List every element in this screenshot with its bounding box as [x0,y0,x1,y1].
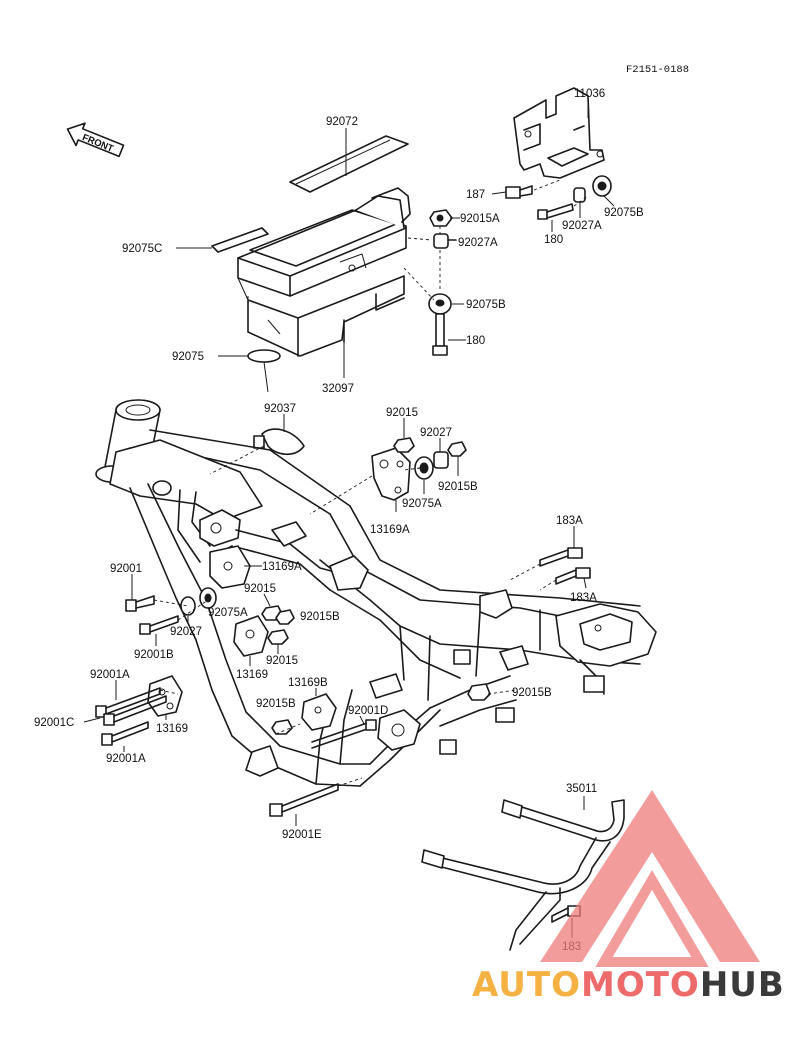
label-32097: 32097 [322,383,354,395]
label-92015-mid: 92015 [244,583,276,595]
watermark-part-hub: HUB [700,965,785,1005]
clamp-92037 [253,428,305,456]
label-180-top: 180 [544,234,563,246]
callouts: 11036 92072 187 92015A 92027A 92075B 920… [34,88,644,953]
battery-case [237,187,411,357]
label-13169: 13169 [236,669,268,681]
label-92015a-top: 92015A [460,213,500,225]
watermark-part-moto: MOTO [581,965,700,1005]
collar-92027-mid [180,596,196,616]
label-92072: 92072 [326,116,358,128]
grommet-92075a-top [414,456,434,480]
bolt-187 [505,185,533,199]
bolt-92001b [139,615,179,635]
label-92001b: 92001B [134,649,174,661]
bolt-92001c [103,695,167,726]
plate-13169a-mid [209,545,251,589]
label-183a-2: 183A [570,592,597,604]
watermark: AUTOMOTOHUB [472,790,785,1005]
label-92001a-1: 92001A [90,669,130,681]
nut-92015b-top [447,441,467,457]
label-13169-lower: 13169 [156,723,188,735]
bracket-13169a-upper [371,447,411,501]
watermark-triangle-inner-icon [595,870,709,967]
nut-92015b-low [271,719,293,735]
label-13169b: 13169B [288,677,328,689]
label-92001: 92001 [110,563,142,575]
pad-92075 [247,349,281,363]
label-11036: 11036 [574,88,605,100]
grommet-92075b-right [592,175,612,197]
label-92075: 92075 [172,351,204,363]
label-92001e: 92001E [282,829,322,841]
watermark-text: AUTOMOTOHUB [472,965,785,1005]
bolt-180-upper [537,203,574,220]
front-arrow-icon: FRONT [66,122,125,158]
nut-92015a [429,209,453,227]
label-92027a-top: 92027A [458,237,498,249]
label-92015b-top: 92015B [438,481,478,493]
nut-92015b-mid [275,609,295,625]
label-92075b-right: 92075B [604,207,644,219]
label-92001c: 92001C [34,717,74,729]
nut-92015b-right [467,683,491,701]
grommet-92075a-mid [199,587,217,609]
assembly-line [403,226,441,301]
bracket-11036 [513,87,605,179]
label-92075a-mid: 92075A [208,607,248,619]
label-13169a-mid: 13169A [262,561,302,573]
collar-92027a [433,233,457,249]
bolt-180-lower [432,313,448,356]
label-92015b-right: 92015B [512,687,552,699]
diagram-code: F2151-0188 [626,64,689,76]
label-92015b-low: 92015B [256,698,296,710]
label-92037: 92037 [264,403,296,415]
pad-92075c [211,227,269,253]
label-92001a-2: 92001A [106,753,146,765]
collar-92027a-right [573,187,586,203]
label-92015b-mid: 92015B [300,611,340,623]
label-92015-low: 92015 [266,655,298,667]
label-183a-1: 183A [556,515,583,527]
plate-13169b [301,693,337,731]
grommet-92075b [428,293,452,315]
label-92027-top: 92027 [420,427,452,439]
bolts-183a [539,547,591,585]
plate-13169 [233,615,269,657]
carrier-35011 [421,799,625,951]
bolt-92001d [311,719,377,749]
bolt-92001a-lower [101,721,149,746]
label-92075b-mid: 92075B [466,299,506,311]
bolt-92001 [125,595,155,612]
bolt-92001a-upper [95,687,161,718]
label-92015-top: 92015 [386,407,418,419]
label-92027: 92027 [170,626,202,638]
bolt-92001e [269,783,339,817]
watermark-part-auto: AUTO [472,965,581,1005]
label-187: 187 [466,189,485,201]
label-13169a-top: 13169A [370,524,410,536]
label-180-mid: 180 [466,335,485,347]
assembly-line [153,445,557,787]
watermark-triangle-icon [540,790,760,962]
nut-92015-low [267,629,289,645]
label-35011: 35011 [566,783,597,795]
nut-92015-top [393,437,415,453]
label-92075c: 92075C [122,243,162,255]
label-92027a-right: 92027A [562,220,602,232]
battery-strap [289,135,409,193]
assembly-line [533,179,589,207]
label-92001d: 92001D [348,705,388,717]
collar-92027-top [433,451,449,469]
label-92075a-top: 92075A [402,498,442,510]
